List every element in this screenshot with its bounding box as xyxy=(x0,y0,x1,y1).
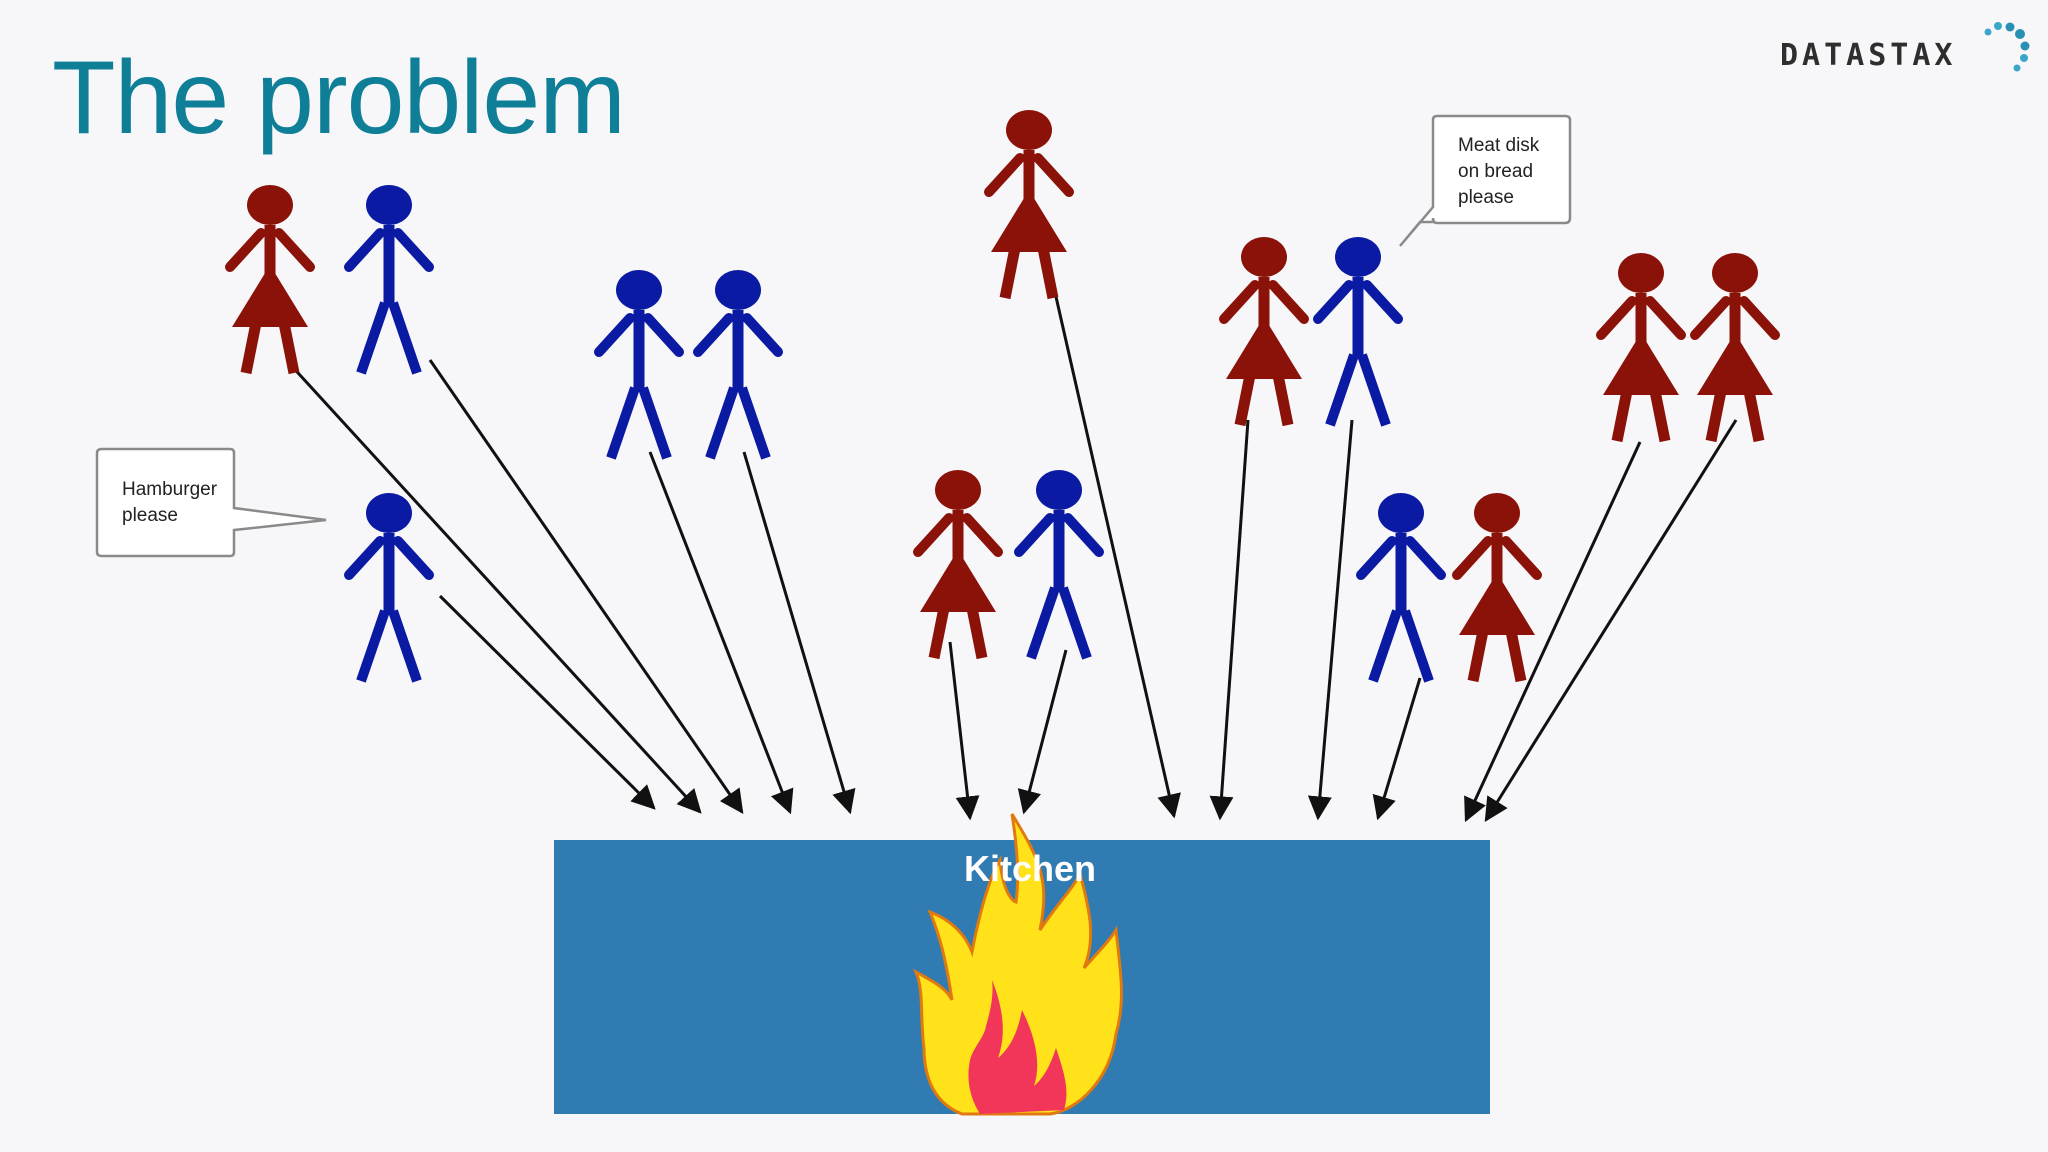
order-arrows xyxy=(286,287,1738,823)
bubble-line: on bread xyxy=(1458,161,1534,182)
arrow xyxy=(1372,677,1422,821)
arrow xyxy=(1307,419,1354,821)
speech-bubble-hamburger-text: Hamburger please xyxy=(122,477,232,529)
arrow xyxy=(286,360,702,814)
female-figure-icon xyxy=(989,110,1069,298)
arrow xyxy=(1484,419,1738,823)
male-figure-icon xyxy=(1318,237,1398,425)
bubble-line: Meat disk xyxy=(1458,135,1540,156)
arrow xyxy=(742,451,856,815)
bubble-line: Hamburger xyxy=(122,479,218,500)
arrow xyxy=(1052,287,1181,819)
arrow xyxy=(438,594,656,810)
female-figure-icon xyxy=(230,185,310,373)
male-figure-icon xyxy=(349,185,429,373)
speech-bubble-hamburger xyxy=(95,447,327,558)
female-figure-icon xyxy=(1224,237,1304,425)
female-figure-icon xyxy=(1457,493,1537,681)
female-figure-icon xyxy=(1695,253,1775,441)
kitchen-label: Kitchen xyxy=(963,848,1096,889)
logo-dots-icon xyxy=(1984,22,2030,72)
male-figure-icon xyxy=(599,270,679,458)
slide-title: The problem xyxy=(52,40,626,156)
datastax-logo: DATASTAX xyxy=(1780,20,2040,80)
fire-icon xyxy=(912,813,1123,1116)
male-figure-icon xyxy=(1361,493,1441,681)
arrow xyxy=(648,451,794,815)
arrow xyxy=(428,359,744,814)
male-figure-icon xyxy=(1019,470,1099,658)
female-figure-icon xyxy=(918,470,998,658)
speech-bubble-meat-disk-text: Meat disk on bread please xyxy=(1458,133,1578,211)
logo-text: DATASTAX xyxy=(1780,38,1957,73)
arrow xyxy=(948,641,980,821)
speech-bubble-meat-disk xyxy=(1399,114,1572,247)
arrow xyxy=(1464,441,1642,823)
female-figure-icon xyxy=(1601,253,1681,441)
arrow xyxy=(1017,649,1068,815)
arrow xyxy=(1209,419,1250,821)
bubble-line: please xyxy=(122,505,178,526)
male-figure-icon xyxy=(698,270,778,458)
male-figure-icon xyxy=(349,493,429,681)
bubble-line: please xyxy=(1458,187,1514,208)
